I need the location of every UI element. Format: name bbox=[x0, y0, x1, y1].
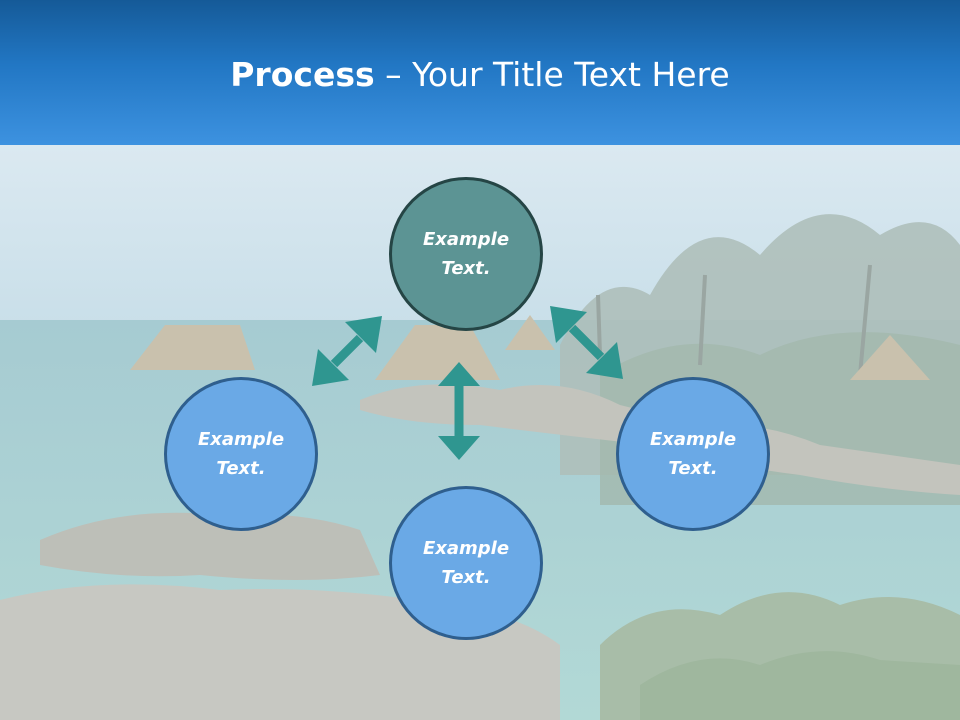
arrow-center-left bbox=[312, 316, 382, 386]
node-left-label: Example Text. bbox=[197, 429, 285, 479]
arrow-center-right bbox=[550, 306, 623, 379]
title-bar: Process – Your Title Text Here bbox=[0, 0, 960, 145]
title-text: Your Title Text Here bbox=[412, 55, 730, 94]
node-top-label: Example Text. bbox=[422, 229, 510, 279]
node-top: Example Text. bbox=[389, 177, 543, 331]
node-bottom-label: Example Text. bbox=[422, 538, 510, 588]
node-right-label: Example Text. bbox=[649, 429, 737, 479]
node-bottom: Example Text. bbox=[389, 486, 543, 640]
title-separator: – bbox=[374, 55, 413, 94]
page-title: Process – Your Title Text Here bbox=[0, 52, 960, 98]
title-bold-part: Process bbox=[230, 55, 375, 94]
arrow-vertical bbox=[438, 362, 480, 460]
node-right: Example Text. bbox=[616, 377, 770, 531]
node-left: Example Text. bbox=[164, 377, 318, 531]
